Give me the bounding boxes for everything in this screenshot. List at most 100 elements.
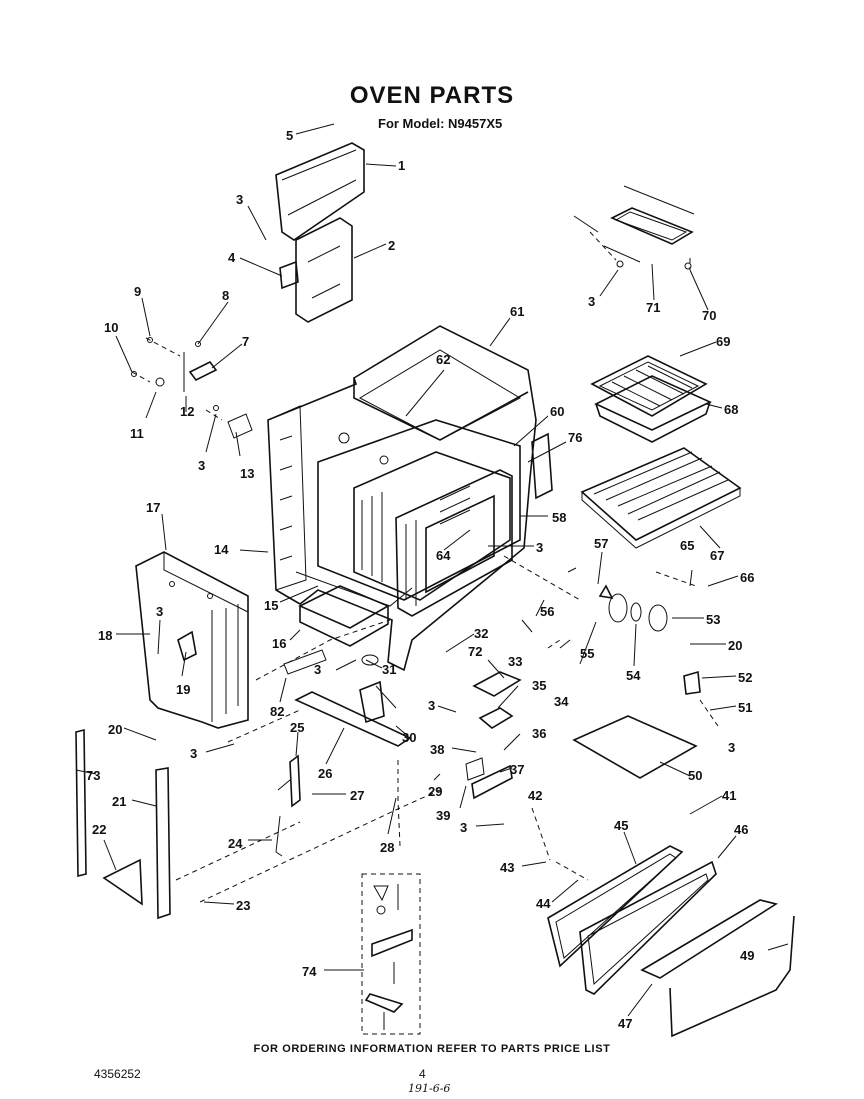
callout-14: 14 — [214, 542, 229, 557]
callout-28: 28 — [380, 840, 394, 855]
dashed-leaders — [131, 231, 719, 903]
callout-52: 52 — [738, 670, 752, 685]
callout-51: 51 — [738, 700, 752, 715]
callout-44: 44 — [536, 896, 551, 911]
small-hardware-drawing — [131, 337, 253, 439]
light-bracket-drawing — [573, 185, 695, 270]
callout-47: 47 — [618, 1016, 632, 1031]
model-subtitle: For Model: N9457X5 — [378, 116, 503, 131]
callout-37: 37 — [510, 762, 524, 777]
callout-61: 61 — [510, 304, 524, 319]
oven-body-drawing — [267, 325, 553, 672]
callout-9: 9 — [134, 284, 141, 299]
callout-19: 19 — [176, 682, 190, 697]
callout-11: 11 — [130, 426, 144, 441]
callout-3: 3 — [728, 740, 735, 755]
misc-parts-drawing — [465, 567, 701, 800]
callout-39: 39 — [436, 808, 450, 823]
callout-3: 3 — [428, 698, 435, 713]
callout-66: 66 — [740, 570, 754, 585]
callout-17: 17 — [146, 500, 160, 515]
callout-45: 45 — [614, 818, 628, 833]
callout-62: 62 — [436, 352, 450, 367]
callout-30: 30 — [402, 730, 416, 745]
callout-32: 32 — [474, 626, 488, 641]
side-panel-drawing — [135, 551, 249, 729]
callout-55: 55 — [580, 646, 594, 661]
callout-20: 20 — [728, 638, 742, 653]
callout-10: 10 — [104, 320, 118, 335]
callout-82: 82 — [270, 704, 284, 719]
callout-36: 36 — [532, 726, 546, 741]
callout-50: 50 — [688, 768, 702, 783]
callout-60: 60 — [550, 404, 564, 419]
callout-67: 67 — [710, 548, 724, 563]
callout-18: 18 — [98, 628, 112, 643]
door-assembly-drawing — [547, 845, 795, 1038]
document-number: 4356252 — [94, 1067, 141, 1081]
callout-64: 64 — [436, 548, 451, 563]
callout-13: 13 — [240, 466, 254, 481]
callout-7: 7 — [242, 334, 249, 349]
callout-24: 24 — [228, 836, 243, 851]
handwritten-note: 191-6-6 — [408, 1082, 451, 1095]
bracket-drawing — [279, 260, 299, 290]
callout-53: 53 — [706, 612, 720, 627]
trim-strips-drawing — [75, 728, 171, 920]
callout-3: 3 — [588, 294, 595, 309]
page-title: OVEN PARTS — [349, 82, 515, 109]
callout-35: 35 — [532, 678, 546, 693]
callout-1: 1 — [398, 158, 405, 173]
callout-73: 73 — [86, 768, 100, 783]
callout-12: 12 — [180, 404, 194, 419]
callout-56: 56 — [540, 604, 554, 619]
callout-72: 72 — [468, 644, 482, 659]
callout-3: 3 — [190, 746, 197, 761]
callout-74: 74 — [302, 964, 317, 979]
vent-cover-drawing — [275, 142, 365, 241]
callout-15: 15 — [264, 598, 278, 613]
callout-69: 69 — [716, 334, 730, 349]
callout-41: 41 — [722, 788, 736, 803]
thermostat-bracket-drawing — [275, 754, 301, 857]
callout-57: 57 — [594, 536, 608, 551]
callout-2: 2 — [388, 238, 395, 253]
callout-43: 43 — [500, 860, 514, 875]
callout-76: 76 — [568, 430, 582, 445]
callout-23: 23 — [236, 898, 250, 913]
hardware-kit-drawing — [361, 873, 421, 1035]
oven-rack-drawing — [580, 447, 742, 549]
ordering-note: FOR ORDERING INFORMATION REFER TO PARTS … — [253, 1043, 611, 1055]
callout-71: 71 — [646, 300, 660, 315]
page-number: 4 — [419, 1067, 426, 1081]
callout-3: 3 — [314, 662, 321, 677]
callout-33: 33 — [508, 654, 522, 669]
vent-duct-drawing — [295, 217, 353, 323]
callout-27: 27 — [350, 788, 364, 803]
callout-3: 3 — [156, 604, 163, 619]
callout-29: 29 — [428, 784, 442, 799]
callout-5: 5 — [286, 128, 293, 143]
callout-3: 3 — [536, 540, 543, 555]
callout-22: 22 — [92, 822, 106, 837]
callout-26: 26 — [318, 766, 332, 781]
callout-8: 8 — [222, 288, 229, 303]
callout-3: 3 — [460, 820, 467, 835]
callout-34: 34 — [554, 694, 569, 709]
callout-4: 4 — [228, 250, 236, 265]
callout-3: 3 — [198, 458, 205, 473]
callout-49: 49 — [740, 948, 754, 963]
callout-58: 58 — [552, 510, 566, 525]
callout-31: 31 — [382, 662, 396, 677]
callout-46: 46 — [734, 822, 748, 837]
callout-38: 38 — [430, 742, 444, 757]
drawer-burner-drawing — [283, 585, 412, 747]
callout-labels: 5 1 3 2 4 9 8 10 7 12 11 3 13 61 62 69 6… — [86, 128, 754, 1031]
callout-68: 68 — [724, 402, 738, 417]
callout-54: 54 — [626, 668, 641, 683]
callout-16: 16 — [272, 636, 286, 651]
callout-25: 25 — [290, 720, 304, 735]
broiler-pan-drawing — [590, 355, 712, 443]
callout-3: 3 — [236, 192, 243, 207]
